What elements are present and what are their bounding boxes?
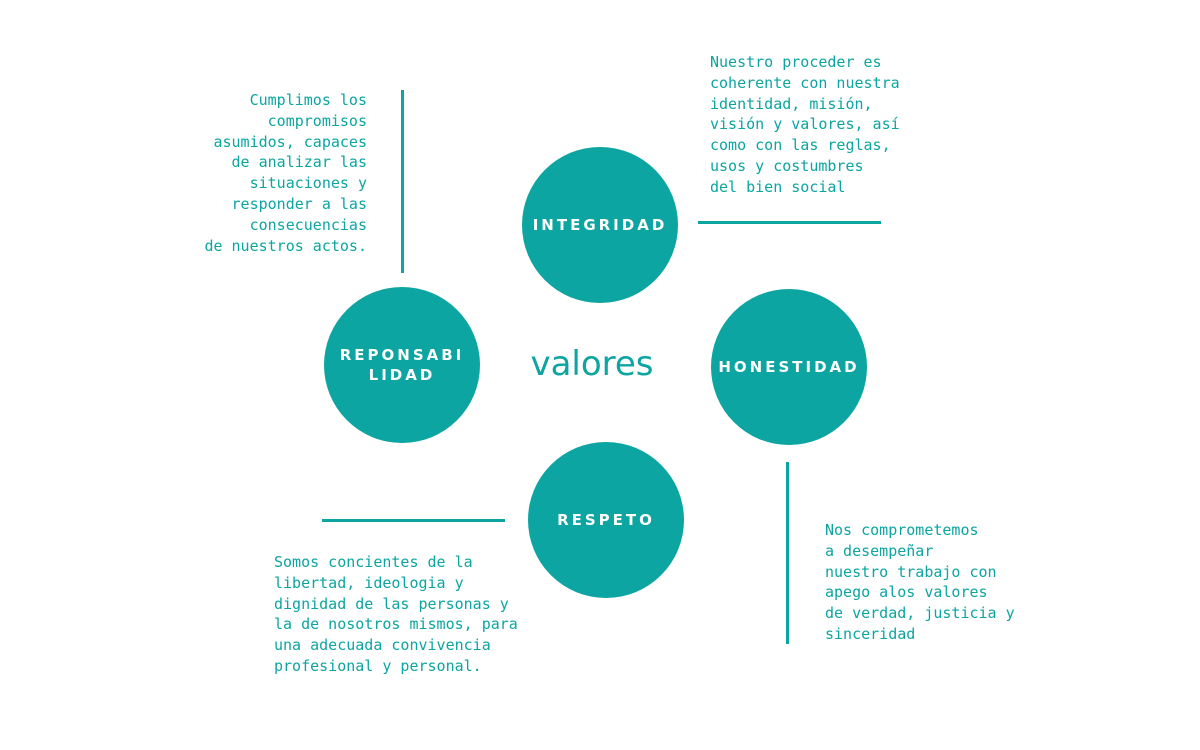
- connector-responsabilidad: [401, 90, 404, 273]
- description-integridad: Nuestro proceder es coherente con nuestr…: [710, 53, 900, 196]
- node-integridad-label: INTEGRIDAD: [532, 216, 668, 234]
- node-honestidad-label: HONESTIDAD: [718, 358, 860, 376]
- center-title: valores: [530, 344, 654, 384]
- connector-respeto: [322, 519, 505, 522]
- description-responsabilidad: Cumplimos los compromisos asumidos, capa…: [204, 91, 367, 255]
- description-honestidad: Nos comprometemos a desempeñar nuestro t…: [825, 521, 1015, 643]
- description-respeto: Somos concientes de la libertad, ideolog…: [274, 553, 518, 675]
- node-respeto-label: RESPETO: [557, 511, 655, 529]
- connector-honestidad: [786, 462, 789, 644]
- connector-integridad: [698, 221, 881, 224]
- node-respeto: RESPETO: [528, 442, 684, 598]
- node-integridad: INTEGRIDAD: [522, 147, 678, 303]
- node-honestidad: HONESTIDAD: [711, 289, 867, 445]
- node-responsabilidad: REPONSABI LIDAD: [324, 287, 480, 443]
- node-responsabilidad-label: REPONSABI LIDAD: [339, 346, 465, 384]
